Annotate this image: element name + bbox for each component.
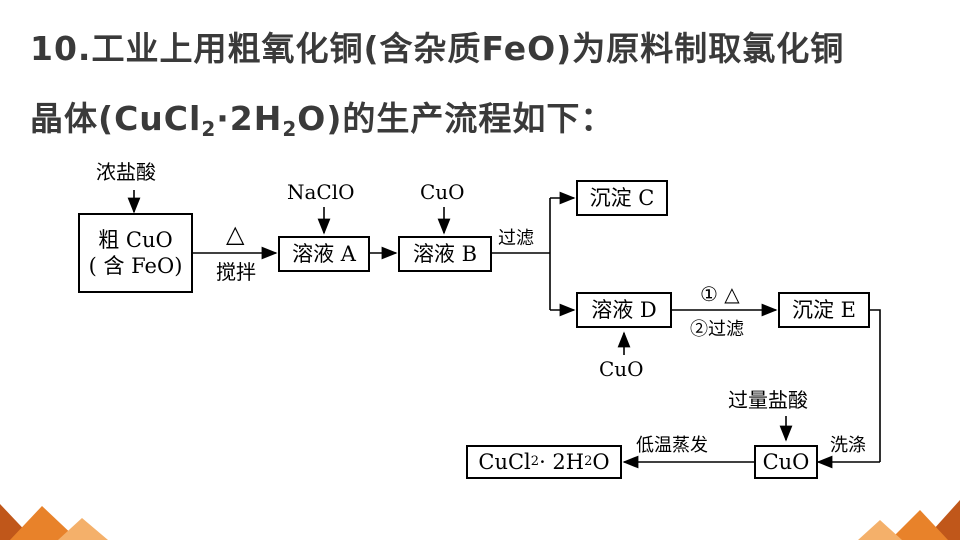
node-crude-cuo: 粗 CuO ( 含 FeO) xyxy=(78,213,193,293)
label-excess-hcl: 过量盐酸 xyxy=(728,388,808,412)
q2-sub1: 2 xyxy=(201,117,217,141)
q2-sub2: 2 xyxy=(282,117,298,141)
label-heat: △ xyxy=(226,220,245,248)
product-mid: · 2H xyxy=(539,450,585,474)
label-step2-filter: ②过滤 xyxy=(690,319,744,340)
node-solution-a: 溶液 A xyxy=(278,236,370,272)
label-stir: 搅拌 xyxy=(216,260,256,284)
decoration-right xyxy=(858,500,960,540)
node-precipitate-e: 沉淀 E xyxy=(778,292,870,328)
product-post: O xyxy=(592,450,610,474)
connector-e-wash xyxy=(870,309,881,462)
crude-line-1: 粗 CuO xyxy=(98,228,173,252)
crude-line-2: ( 含 FeO) xyxy=(88,254,183,278)
q2-pre: 晶体(CuCl xyxy=(30,99,202,138)
label-filter: 过滤 xyxy=(498,228,534,249)
label-step1-heat: ① △ xyxy=(700,282,740,306)
node-precipitate-c: 沉淀 C xyxy=(576,180,668,216)
q2-mid: ·2H xyxy=(216,99,283,138)
question-text: 10.工业上用粗氧化铜(含杂质FeO)为原料制取氯化铜 晶体(CuCl2·2H2… xyxy=(30,14,940,164)
question-line-2: 晶体(CuCl2·2H2O)的生产流程如下： xyxy=(30,84,940,164)
node-solution-b: 溶液 B xyxy=(398,236,492,272)
node-solution-d: 溶液 D xyxy=(576,292,672,328)
label-cuo-reagent: CuO xyxy=(420,180,465,204)
label-naclo: NaClO xyxy=(287,180,355,204)
product-sub1: 2 xyxy=(530,454,540,469)
label-conc-hcl: 浓盐酸 xyxy=(96,160,156,184)
label-cuo-d: CuO xyxy=(599,357,644,381)
label-wash: 洗涤 xyxy=(830,435,866,456)
decoration-left xyxy=(0,504,108,540)
q2-post: O)的生产流程如下： xyxy=(297,99,615,138)
label-evaporate: 低温蒸发 xyxy=(636,435,708,456)
question-line-1: 10.工业上用粗氧化铜(含杂质FeO)为原料制取氯化铜 xyxy=(30,29,845,68)
node-cuo-final: CuO xyxy=(754,445,818,479)
product-sub2: 2 xyxy=(584,454,593,469)
product-pre: CuCl xyxy=(478,450,531,474)
